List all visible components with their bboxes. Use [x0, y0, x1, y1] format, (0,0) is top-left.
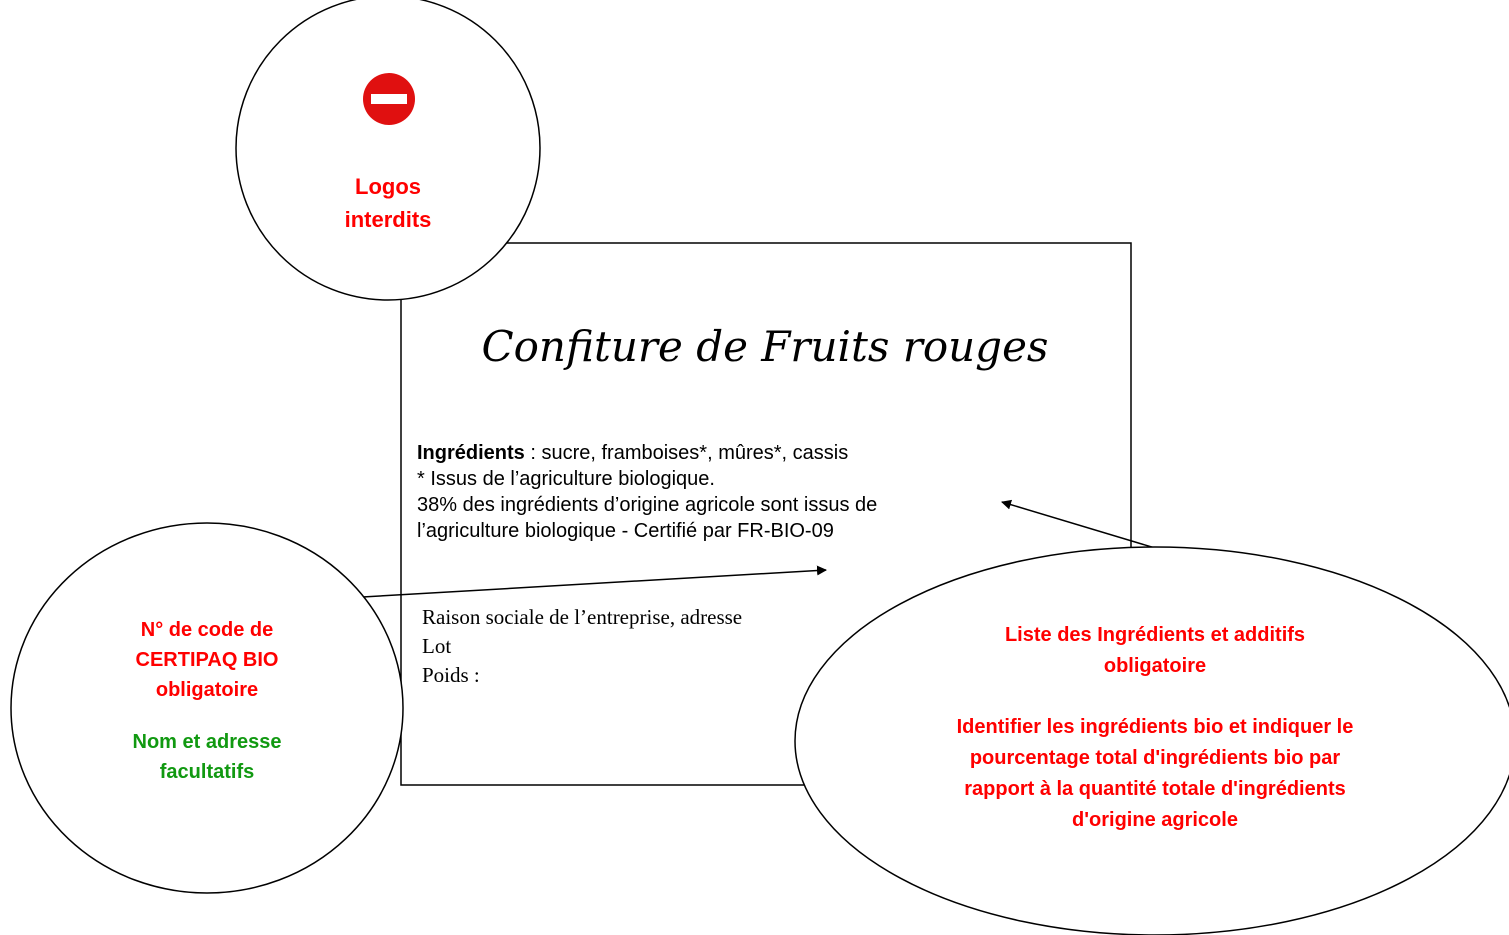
- ingredients-block: Ingrédients : sucre, framboises*, mûres*…: [417, 440, 1037, 544]
- certipaq-optional-line-1: Nom et adresse: [132, 731, 282, 753]
- ingredients-callout-line-6: d'origine agricole: [1072, 809, 1238, 831]
- ingredients-callout-line-5: rapport à la quantité totale d'ingrédien…: [964, 778, 1346, 800]
- company-line: Raison sociale de l’entreprise, adresse: [422, 605, 743, 629]
- certipaq-mandatory-line-3: obligatoire: [155, 679, 259, 701]
- company-block: Raison sociale de l’entreprise, adresse …: [422, 603, 842, 690]
- ingredients-callout-line-1: Liste des Ingrédients et additifs: [1004, 624, 1306, 646]
- certipaq-optional-line-2: facultatifs: [159, 761, 255, 783]
- certipaq-callout-text: N° de code de CERTIPAQ BIO obligatoire N…: [77, 615, 337, 787]
- logos-circle: [235, 0, 541, 301]
- product-title: Confiture de Fruits rouges: [481, 322, 1049, 371]
- ingredients-arrow: [1001, 499, 1156, 549]
- organic-note: * Issus de l’agriculture biologique.: [417, 468, 715, 490]
- certipaq-arrow: [344, 565, 827, 599]
- lot-line: Lot: [422, 634, 452, 658]
- spacer: [900, 682, 1410, 712]
- ingredients-heading: Ingrédients: [417, 442, 525, 464]
- percentage-line-2: l’agriculture biologique - Certifié par …: [417, 520, 834, 542]
- ingredients-line: Ingrédients : sucre, framboises*, mûres*…: [417, 440, 1037, 466]
- ingredients-ellipse: [794, 546, 1509, 935]
- weight-line: Poids :: [422, 663, 480, 687]
- certipaq-mandatory-line-2: CERTIPAQ BIO: [135, 649, 279, 671]
- logos-callout-text: Logos interdits: [318, 170, 458, 236]
- spacer: [77, 705, 337, 727]
- no-entry-icon: [363, 73, 415, 125]
- percentage-line-1: 38% des ingrédients d’origine agricole s…: [417, 494, 878, 516]
- ingredients-callout-text: Liste des Ingrédients et additifs obliga…: [900, 620, 1410, 836]
- logos-line-1: Logos: [355, 174, 421, 199]
- certipaq-mandatory-line-1: N° de code de: [140, 619, 274, 641]
- ingredients-list: : sucre, framboises*, mûres*, cassis: [524, 442, 849, 464]
- ingredients-callout-line-4: pourcentage total d'ingrédients bio par: [969, 747, 1341, 769]
- ingredients-callout-line-3: Identifier les ingrédients bio et indiqu…: [956, 716, 1354, 738]
- certipaq-circle: [10, 522, 404, 894]
- label-border: [400, 242, 1132, 786]
- logos-line-2: interdits: [344, 207, 432, 232]
- ingredients-callout-line-2: obligatoire: [1103, 655, 1207, 677]
